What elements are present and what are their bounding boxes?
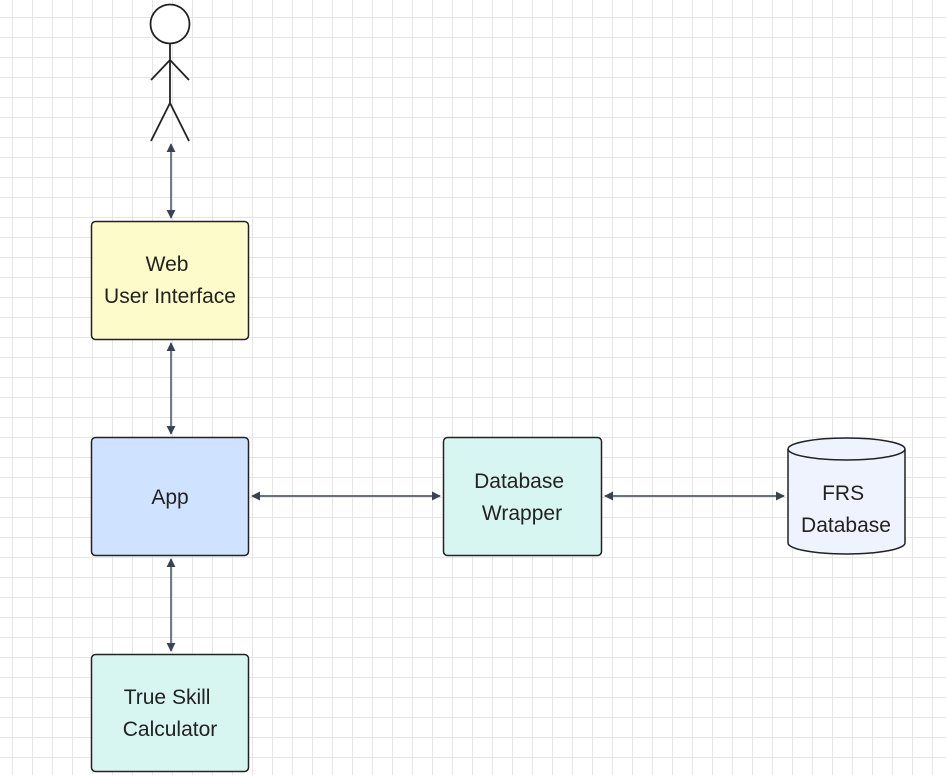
frs-database-label: FRS Database — [801, 482, 891, 537]
trueskill-calculator-label: True Skill Calculator — [123, 686, 218, 741]
web-ui-node[interactable]: Web User Interface — [90, 220, 250, 341]
app-label: App — [151, 486, 188, 509]
database-wrapper-box — [442, 436, 603, 557]
database-cylinder-icon — [787, 437, 906, 555]
trueskill-calculator-box — [90, 653, 250, 773]
database-wrapper-node[interactable]: Database Wrapper — [442, 436, 603, 557]
trueskill-calculator-node[interactable]: True Skill Calculator — [90, 653, 250, 773]
web-ui-label: Web User Interface — [104, 253, 236, 308]
web-ui-box — [90, 220, 250, 341]
frs-database-node[interactable]: FRS Database — [787, 437, 906, 555]
database-wrapper-label: Database Wrapper — [474, 470, 570, 525]
app-box — [90, 436, 250, 557]
user-actor-icon — [149, 3, 191, 142]
app-node[interactable]: App — [90, 436, 250, 557]
cylinder-top-rim — [787, 448, 906, 461]
